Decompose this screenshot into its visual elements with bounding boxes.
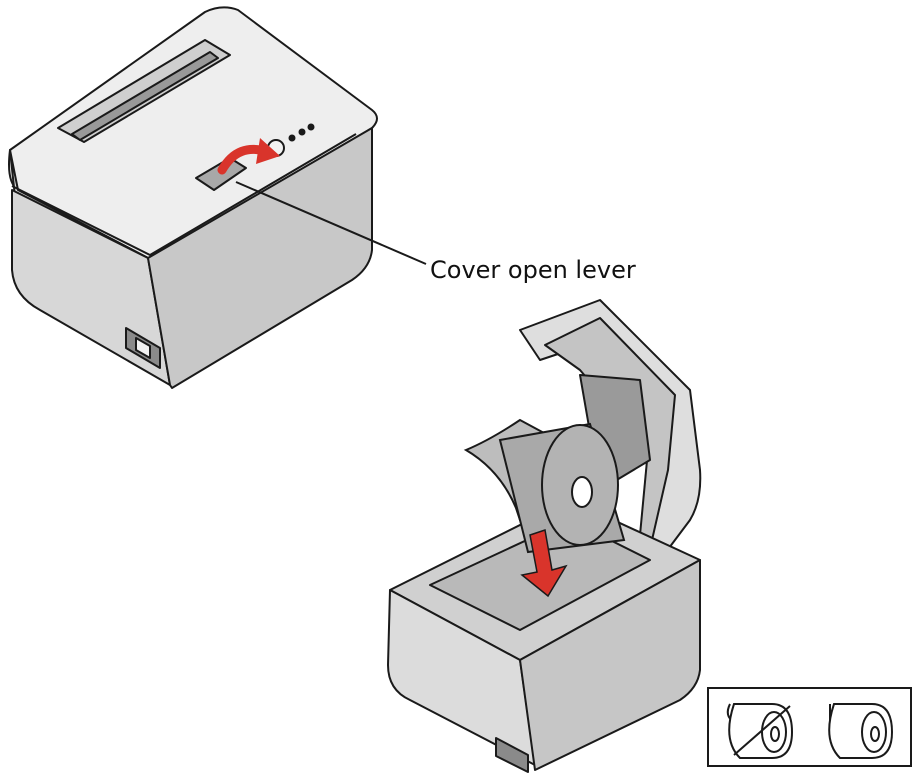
roll-orientation-correct-icon: [828, 703, 894, 759]
roll-orientation-wrong-icon: [726, 703, 794, 759]
orientation-inset: [707, 687, 912, 767]
printer-closed-icon: [8, 6, 378, 389]
paper-roll-icon: [463, 418, 626, 554]
down-arrow-icon: [520, 529, 568, 598]
cover-open-lever-label: Cover open lever: [430, 256, 636, 284]
curved-arrow-head: [256, 138, 280, 164]
callout-leader-line: [235, 181, 427, 265]
